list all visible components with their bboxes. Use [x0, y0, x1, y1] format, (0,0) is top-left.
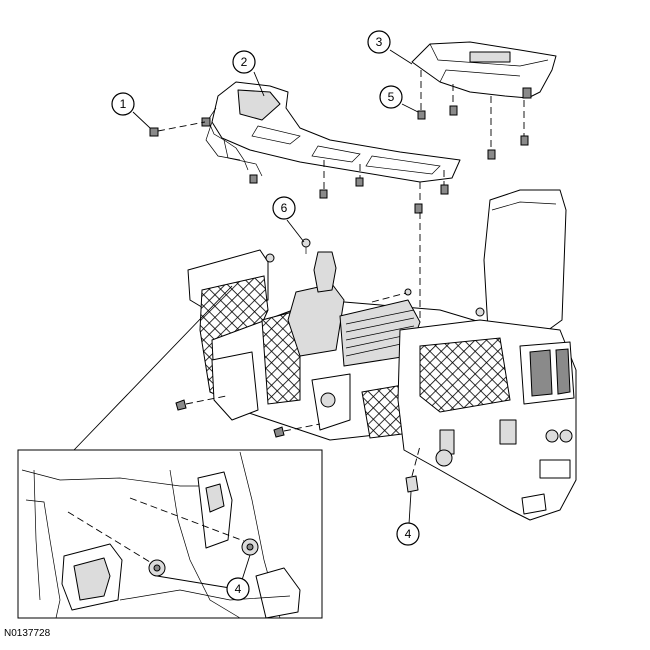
- callout-5: 5: [379, 85, 403, 109]
- panel-wiring-harness: [201, 107, 263, 184]
- screw-part-1: [149, 121, 206, 137]
- console-fasteners: [175, 212, 485, 493]
- callout-leaders: [132, 49, 419, 525]
- panel-clip-dashes: [419, 70, 525, 205]
- panel-fasteners: [319, 160, 449, 214]
- rear-trim-panel: [411, 41, 557, 99]
- callout-3-label: 3: [376, 35, 383, 49]
- callout-2: 2: [232, 50, 256, 74]
- armrest-rear-console: [397, 189, 577, 521]
- upper-finish-panel: [205, 81, 461, 183]
- callout-6-label: 6: [281, 201, 288, 215]
- callout-4-main-label: 4: [405, 527, 412, 541]
- callout-1: 1: [111, 92, 135, 116]
- callout-2-label: 2: [241, 55, 248, 69]
- detail-view-inset: [17, 285, 323, 619]
- callout-5-label: 5: [388, 90, 395, 104]
- clips-part-5: [417, 105, 529, 160]
- figure-id: N0137728: [4, 628, 51, 639]
- callout-4-main: 4: [396, 522, 420, 546]
- callout-3: 3: [367, 30, 391, 54]
- callout-4-detail: 4: [226, 577, 250, 601]
- callout-4-detail-label: 4: [235, 582, 242, 596]
- callout-1-label: 1: [120, 97, 127, 111]
- callout-6: 6: [272, 196, 296, 220]
